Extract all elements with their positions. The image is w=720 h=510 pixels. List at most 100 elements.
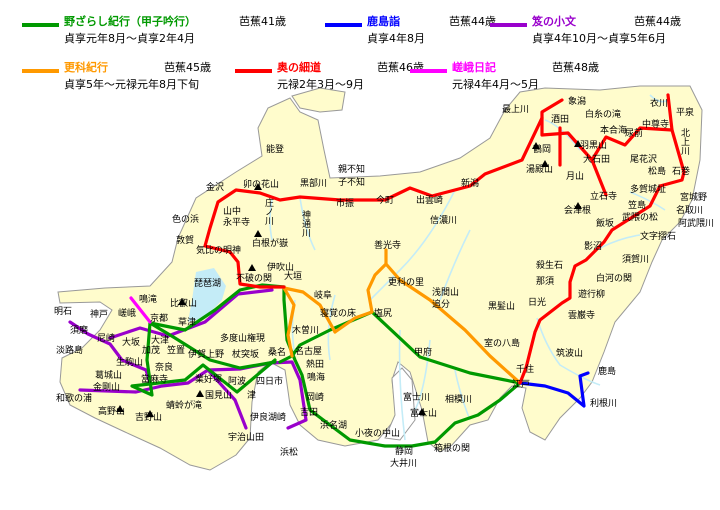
legend-swatch — [22, 69, 59, 73]
place-label: 中尊寺 — [642, 118, 669, 130]
mountain-icon — [541, 160, 549, 167]
place-label: 蜻蛉が滝 — [166, 399, 202, 411]
legend-title: 鹿島詣 — [367, 15, 400, 28]
mountain-icon — [574, 202, 582, 209]
river — [369, 189, 456, 301]
place-label: 小夜の中山 — [355, 427, 400, 439]
mountain-markers — [116, 140, 582, 417]
place-label: 不破の関 — [236, 272, 272, 284]
place-label: 當麻寺 — [141, 373, 168, 385]
place-label: 京都 — [150, 312, 168, 324]
place-label: 笠島 — [628, 199, 646, 211]
place-label: 大井川 — [390, 457, 417, 469]
legend-period: 貞享4年8月 — [367, 32, 425, 45]
place-label: 市振 — [336, 197, 354, 209]
place-label: 雲巌寺 — [568, 310, 595, 321]
place-label: 殺生石 — [536, 259, 563, 271]
place-label: 利根川 — [590, 397, 617, 409]
place-label: 須賀川 — [622, 253, 649, 265]
route-line — [518, 93, 686, 385]
place-label: 葛城山 — [95, 369, 122, 381]
legend-title: 嵯峨日記 — [452, 61, 496, 74]
place-label: 加茂 — [142, 344, 160, 356]
place-label: 室の八島 — [484, 337, 520, 349]
place-label: 神戸 — [90, 308, 108, 320]
place-label: 奈良 — [155, 361, 173, 373]
place-label: 今町 — [376, 194, 394, 206]
place-label: 金剛山 — [93, 381, 120, 393]
place-label: 更科の里 — [388, 276, 424, 288]
place-label: 多度山権現 — [220, 332, 265, 344]
place-label: 業好塚 — [195, 373, 222, 385]
legend-swatch — [22, 23, 59, 27]
place-label: 最上川 — [502, 104, 529, 115]
place-label: 吉野山 — [135, 412, 162, 423]
place-label: 酒田 — [551, 114, 569, 125]
place-label: 尿前 — [625, 127, 643, 139]
place-label: 甲府 — [414, 346, 432, 358]
place-label: 金沢 — [206, 181, 224, 193]
place-label: 四日市 — [256, 375, 283, 387]
place-label: 高野山 — [98, 405, 125, 417]
place-label: 名取川 — [676, 204, 703, 216]
place-label: 岡崎 — [306, 391, 324, 403]
place-label: 鳴滝 — [139, 293, 157, 305]
place-label: 木曽川 — [292, 324, 319, 336]
place-label: 信濃川 — [430, 214, 457, 226]
legend-age: 芭蕉41歳 — [239, 15, 286, 28]
place-label: 伊良湖崎 — [250, 411, 286, 423]
place-label: 敦賀 — [176, 234, 194, 246]
place-label: 会津根 — [564, 204, 591, 216]
place-label: 千住 — [516, 363, 534, 375]
place-label: 静岡 — [395, 445, 413, 457]
place-label: 浅間山 — [432, 286, 459, 298]
place-label: 新潟 — [461, 177, 479, 189]
legend-swatch — [325, 23, 362, 27]
route-line — [130, 321, 277, 397]
place-label: 黒髪山 — [488, 300, 515, 312]
legend-title: 野ざらし紀行（甲子吟行） — [64, 15, 196, 28]
honshu-landmass — [57, 85, 703, 471]
routes — [68, 93, 686, 448]
place-label: 平泉 — [676, 106, 694, 118]
place-label: 永平寺 — [223, 216, 250, 228]
mountain-icon — [574, 140, 582, 147]
place-label: 生駒山 — [116, 356, 143, 368]
river — [414, 339, 431, 411]
place-label: 伊吹山 — [267, 261, 294, 273]
place-labels: 最上川象潟白糸の滝衣川平泉酒田本合海中尊寺北上川羽黒山尿前鶴岡大石田尾花沢湯殿山… — [54, 95, 714, 469]
place-label: 尼崎 — [97, 332, 115, 344]
route-line — [268, 360, 308, 430]
place-label: 武隈の松 — [622, 211, 658, 223]
mountain-icon — [532, 142, 540, 149]
route-line — [203, 116, 544, 289]
place-label: 名古屋 — [295, 345, 322, 357]
legend-swatch — [490, 23, 527, 27]
place-label: 羽黒山 — [580, 140, 607, 151]
place-label: 鹿島 — [598, 365, 616, 377]
legend-swatch — [235, 69, 272, 73]
river — [269, 199, 273, 241]
river — [649, 94, 669, 103]
place-label: 浜名湖 — [320, 419, 347, 431]
place-label: 能登 — [266, 143, 284, 155]
mountain-icon — [146, 410, 154, 417]
river — [327, 294, 336, 361]
place-label: 阿武隈川 — [678, 217, 714, 229]
route-line — [384, 262, 522, 385]
land — [57, 85, 703, 471]
river — [299, 197, 316, 251]
place-label: 草津 — [178, 316, 196, 328]
place-label: 比叡山 — [170, 297, 197, 309]
place-label: 江戸 — [512, 379, 530, 390]
place-label: 桑名 — [268, 346, 286, 358]
place-label: 尾花沢 — [630, 153, 657, 165]
place-label: 宮城野 — [680, 191, 707, 203]
route-line — [129, 296, 152, 324]
place-label: 阿波 — [228, 375, 246, 387]
place-label: 気比の明神 — [196, 244, 241, 256]
place-label: 鶴岡 — [533, 143, 551, 155]
place-label: 立石寺 — [590, 190, 617, 202]
place-label: 明石 — [54, 306, 72, 317]
place-label: 石巻 — [672, 165, 690, 177]
